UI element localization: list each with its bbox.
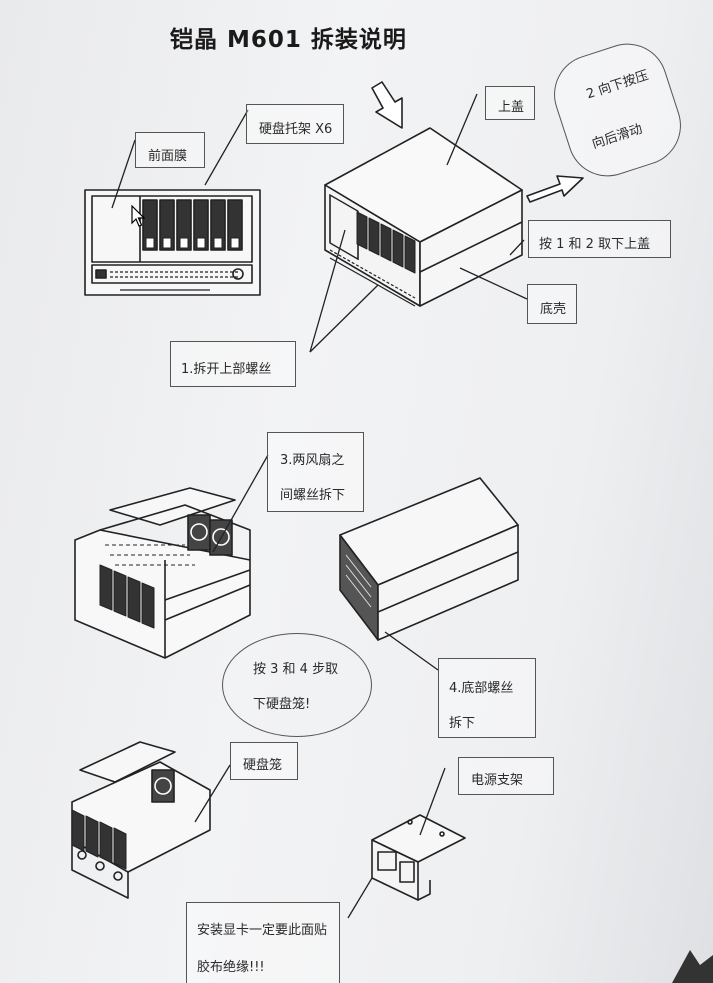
label-bottom-shell: 底壳 — [527, 284, 577, 324]
gpu-note-line2: 胶布绝缘!!! — [197, 960, 265, 975]
remove-cover-text: 按 1 和 2 取下上盖 — [539, 237, 651, 252]
assembled-case-drawing — [324, 127, 523, 307]
push-note-line1: 2 向下按压 — [584, 68, 651, 103]
label-drive-cage: 硬盘笼 — [230, 742, 298, 780]
label-top-cover: 上盖 — [485, 86, 535, 120]
step3-line1: 3.两风扇之 — [280, 453, 345, 468]
cursor-icon — [131, 205, 145, 227]
oval-note-line2: 下硬盘笼! — [253, 697, 311, 712]
label-step3: 3.两风扇之 间螺丝拆下 — [267, 432, 364, 512]
down-arrow-icon — [371, 81, 403, 129]
drive-tray-text: 硬盘托架 X6 — [259, 122, 333, 137]
drive-cage-drawing — [71, 741, 211, 899]
psu-bracket-drawing — [371, 814, 466, 901]
top-cover-text: 上盖 — [498, 100, 525, 115]
label-oval-note: 按 3 和 4 步取 下硬盘笼! — [222, 633, 372, 737]
label-step4: 4.底部螺丝 拆下 — [438, 658, 536, 738]
oval-note-line1: 按 3 和 4 步取 — [253, 662, 339, 677]
front-panel-text: 前面膜 — [148, 149, 188, 164]
step4-line2: 拆下 — [449, 716, 476, 731]
push-note-line2: 向后滑动 — [590, 121, 645, 153]
step4-line1: 4.底部螺丝 — [449, 681, 514, 696]
psu-bracket-text: 电源支架 — [471, 773, 524, 788]
right-arrow-icon — [526, 175, 584, 203]
drive-cage-text: 硬盘笼 — [243, 758, 283, 773]
step3-line2: 间螺丝拆下 — [280, 488, 346, 503]
bottom-shell-text: 底壳 — [540, 302, 567, 317]
label-front-panel: 前面膜 — [135, 132, 205, 168]
label-step1: 1.拆开上部螺丝 — [170, 341, 296, 387]
front-panel-drawing — [84, 189, 261, 296]
label-drive-tray: 硬盘托架 X6 — [246, 104, 344, 144]
page-title: 铠晶 M601 拆装说明 — [170, 27, 407, 53]
bottom-view-case-drawing — [339, 477, 519, 641]
step1-text: 1.拆开上部螺丝 — [181, 362, 272, 377]
gpu-note-line1: 安装显卡一定要此面贴 — [197, 923, 328, 938]
label-remove-cover: 按 1 和 2 取下上盖 — [528, 220, 671, 258]
label-gpu-note: 安装显卡一定要此面贴 胶布绝缘!!! — [186, 902, 340, 983]
open-case-drawing — [74, 487, 251, 659]
label-psu-bracket: 电源支架 — [458, 757, 554, 795]
